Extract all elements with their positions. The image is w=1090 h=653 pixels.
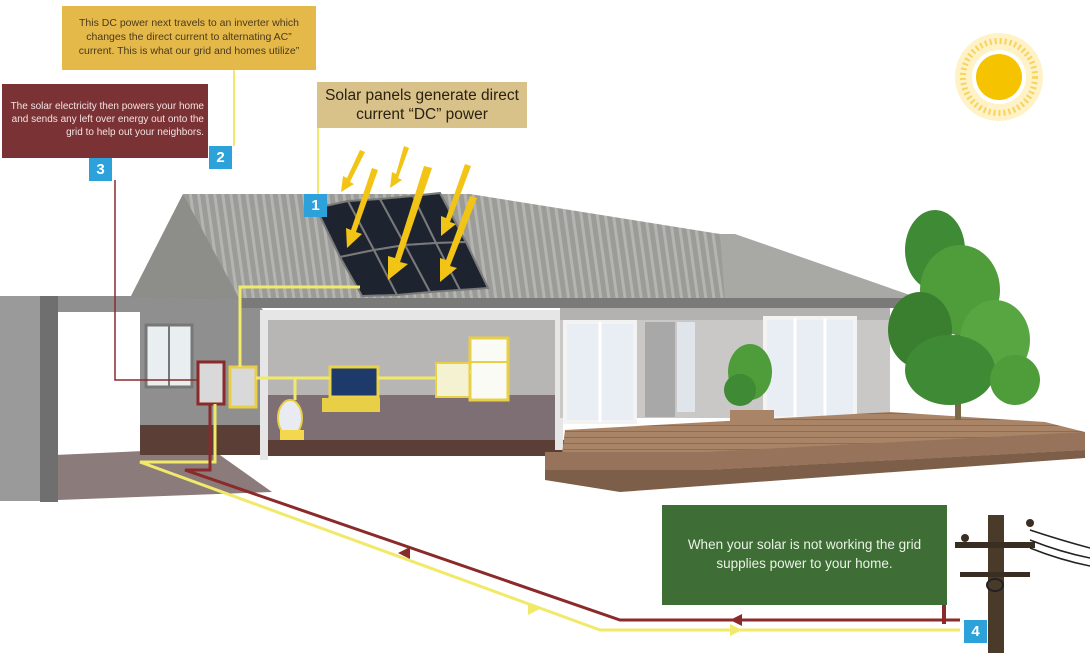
inverter-box <box>228 365 258 409</box>
callout-inverter-text: This DC power next travels to an inverte… <box>78 17 300 57</box>
callout-inverter: This DC power next travels to an inverte… <box>62 6 316 70</box>
carport-roof <box>0 296 265 312</box>
callout-grid-supply: When your solar is not working the grid … <box>662 505 947 605</box>
dc-wiring <box>139 70 960 632</box>
vacuum-icon <box>277 399 304 440</box>
flow-arrows <box>398 547 742 626</box>
potted-plant <box>724 344 774 424</box>
step-badge-3: 3 <box>89 158 112 181</box>
callout-grid-supply-text: When your solar is not working the grid … <box>687 537 922 571</box>
tv-icon <box>322 365 380 412</box>
callout-home-power-text: The solar electricity then powers your h… <box>10 101 204 138</box>
tree-right <box>888 210 1040 420</box>
callout-home-power: The solar electricity then powers your h… <box>2 84 208 158</box>
carport-floor <box>55 448 272 500</box>
step-badge-2: 2 <box>209 146 232 169</box>
step-badge-4: 4 <box>964 620 987 643</box>
utility-pole-icon <box>942 515 1090 653</box>
dishwasher-icon <box>435 362 473 398</box>
callout-solar-panels-text: Solar panels generate direct current “DC… <box>325 87 519 123</box>
callout-solar-panels: Solar panels generate direct current “DC… <box>317 82 527 128</box>
fridge-icon <box>468 336 510 402</box>
sun-icon <box>955 33 1043 121</box>
meter-box <box>196 360 226 406</box>
sunlight-arrows <box>341 146 477 282</box>
sliding-doors <box>563 316 857 424</box>
step-badge-1: 1 <box>304 194 327 217</box>
